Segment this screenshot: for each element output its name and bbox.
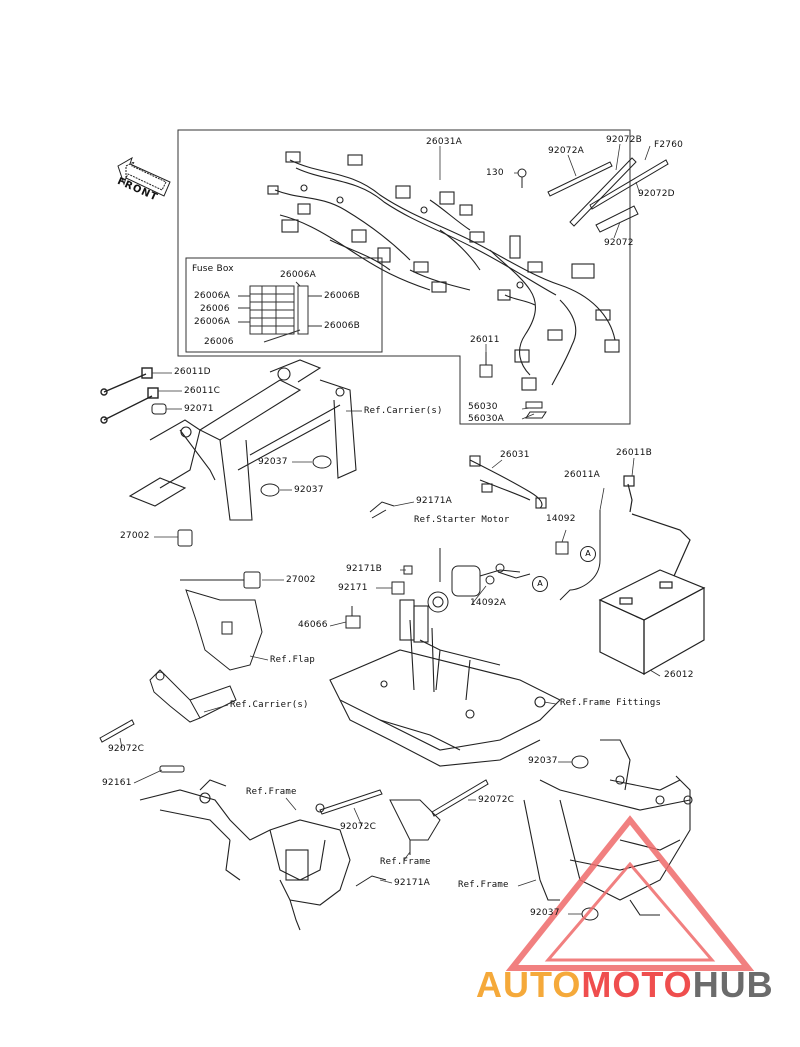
part-label: 26011D [174, 367, 211, 377]
part-14092A [497, 571, 531, 579]
clamp-92161 [159, 765, 185, 773]
cable-14092 [559, 510, 601, 601]
relay-26011 [479, 352, 493, 378]
cable-tie-92072C-mid [319, 789, 383, 815]
watermark-part3: HUB [692, 964, 774, 1005]
fuse-box-title: Fuse Box [192, 264, 234, 274]
part-label: 92072B [606, 135, 643, 145]
part-label: 92072C [478, 795, 515, 805]
circle-marker-a: A [580, 546, 596, 562]
fuse-label: 26006A [280, 270, 316, 280]
part-label: 92037 [528, 756, 558, 766]
watermark-part1: AUTO [476, 964, 582, 1005]
fuse-label: 26006A [194, 291, 230, 301]
cable-26011D [100, 367, 153, 396]
front-arrow-icon [117, 156, 171, 197]
fuse-label: 26006 [200, 304, 230, 314]
ref-label: Ref.Frame [380, 857, 431, 867]
harness-outline-box [177, 129, 631, 425]
cable-tie-92072C-left [99, 719, 135, 743]
carrier-lower-left [149, 669, 237, 723]
frame-center-structure [329, 599, 561, 767]
part-label: 92171A [394, 878, 430, 888]
ref-label: Ref.Frame [246, 787, 297, 797]
cable-26011C [100, 387, 159, 424]
relay-46066 [345, 606, 361, 629]
part-label: 92161 [102, 778, 132, 788]
fuse-label: 26006B [324, 321, 361, 331]
watermark-part2: MOTO [581, 964, 693, 1005]
grommet-92037-b [260, 483, 280, 497]
clamp-92171A-bottom [355, 875, 387, 887]
relay-27002-a [177, 529, 193, 547]
relay-27002-b [243, 571, 261, 589]
ref-label: Ref.Starter Motor [414, 515, 510, 525]
part-label: 27002 [286, 575, 316, 585]
main-harness-drawing [267, 151, 620, 391]
ref-label: Ref.Carrier(s) [230, 700, 309, 710]
fuse-label: 26006B [324, 291, 361, 301]
part-label: 26011A [564, 470, 600, 480]
part-label: 26012 [664, 670, 694, 680]
ref-label: Ref.Frame Fittings [560, 698, 662, 708]
cable-26011A [631, 513, 691, 577]
fuse-label: 26006 [204, 337, 234, 347]
part-label: 26011 [470, 335, 500, 345]
cable-ties-top [547, 157, 669, 233]
part-label: 27002 [120, 531, 150, 541]
circle-marker-a: A [532, 576, 548, 592]
sub-harness-26031 [469, 455, 547, 509]
screw-130-icon [517, 168, 527, 188]
part-label: 92072 [604, 238, 634, 248]
part-92171 [391, 581, 405, 595]
frame-lower-left [139, 779, 351, 931]
grommet-92037-a [312, 455, 332, 469]
part-label: F2760 [654, 140, 684, 150]
part-label: 92171 [338, 583, 368, 593]
cable-tie-92072C-right [431, 779, 489, 817]
starter-motor-drawing [427, 548, 521, 613]
part-label: 130 [486, 168, 504, 178]
connector-14092 [555, 541, 569, 555]
part-label: 26031 [500, 450, 530, 460]
watermark-triangle [505, 815, 755, 971]
battery-26012 [598, 569, 706, 676]
grommet-92037-c [571, 755, 589, 769]
part-label: 14092A [470, 598, 506, 608]
part-label: 92171B [346, 564, 383, 574]
part-label: 92072D [638, 189, 675, 199]
cable-26011B [623, 475, 635, 513]
ref-label: Ref.Flap [270, 655, 315, 665]
fuse-box-frame [185, 257, 383, 353]
leader-lines [119, 143, 661, 915]
part-label: 92037 [258, 457, 288, 467]
part-label: 26011B [616, 448, 653, 458]
part-label: 56030 [468, 402, 498, 412]
part-label: 26031A [426, 137, 462, 147]
part-label: 92072C [340, 822, 377, 832]
part-label: 92037 [294, 485, 324, 495]
ref-label: Ref.Carrier(s) [364, 406, 443, 416]
ref-label: Ref.Frame [458, 880, 509, 890]
part-label: 56030A [468, 414, 504, 424]
flap-structure [180, 579, 263, 671]
part-label: 26011C [184, 386, 221, 396]
part-label: 92072C [108, 744, 145, 754]
labels-56030 [525, 401, 547, 419]
frame-upper-structure [128, 359, 357, 521]
grommet-92071 [151, 403, 167, 415]
part-label: 92072A [548, 146, 584, 156]
part-label: 92171A [416, 496, 452, 506]
fuse-label: 26006A [194, 317, 230, 327]
bracket-center-frame [389, 799, 441, 855]
clamp-92171A-top [369, 501, 395, 519]
part-label: 92037 [530, 908, 560, 918]
part-label: 46066 [298, 620, 328, 630]
fuse-box-drawing [238, 281, 322, 343]
watermark-text: AUTOMOTOHUB [476, 964, 774, 1006]
part-label: 92071 [184, 404, 214, 414]
part-label: 14092 [546, 514, 576, 524]
